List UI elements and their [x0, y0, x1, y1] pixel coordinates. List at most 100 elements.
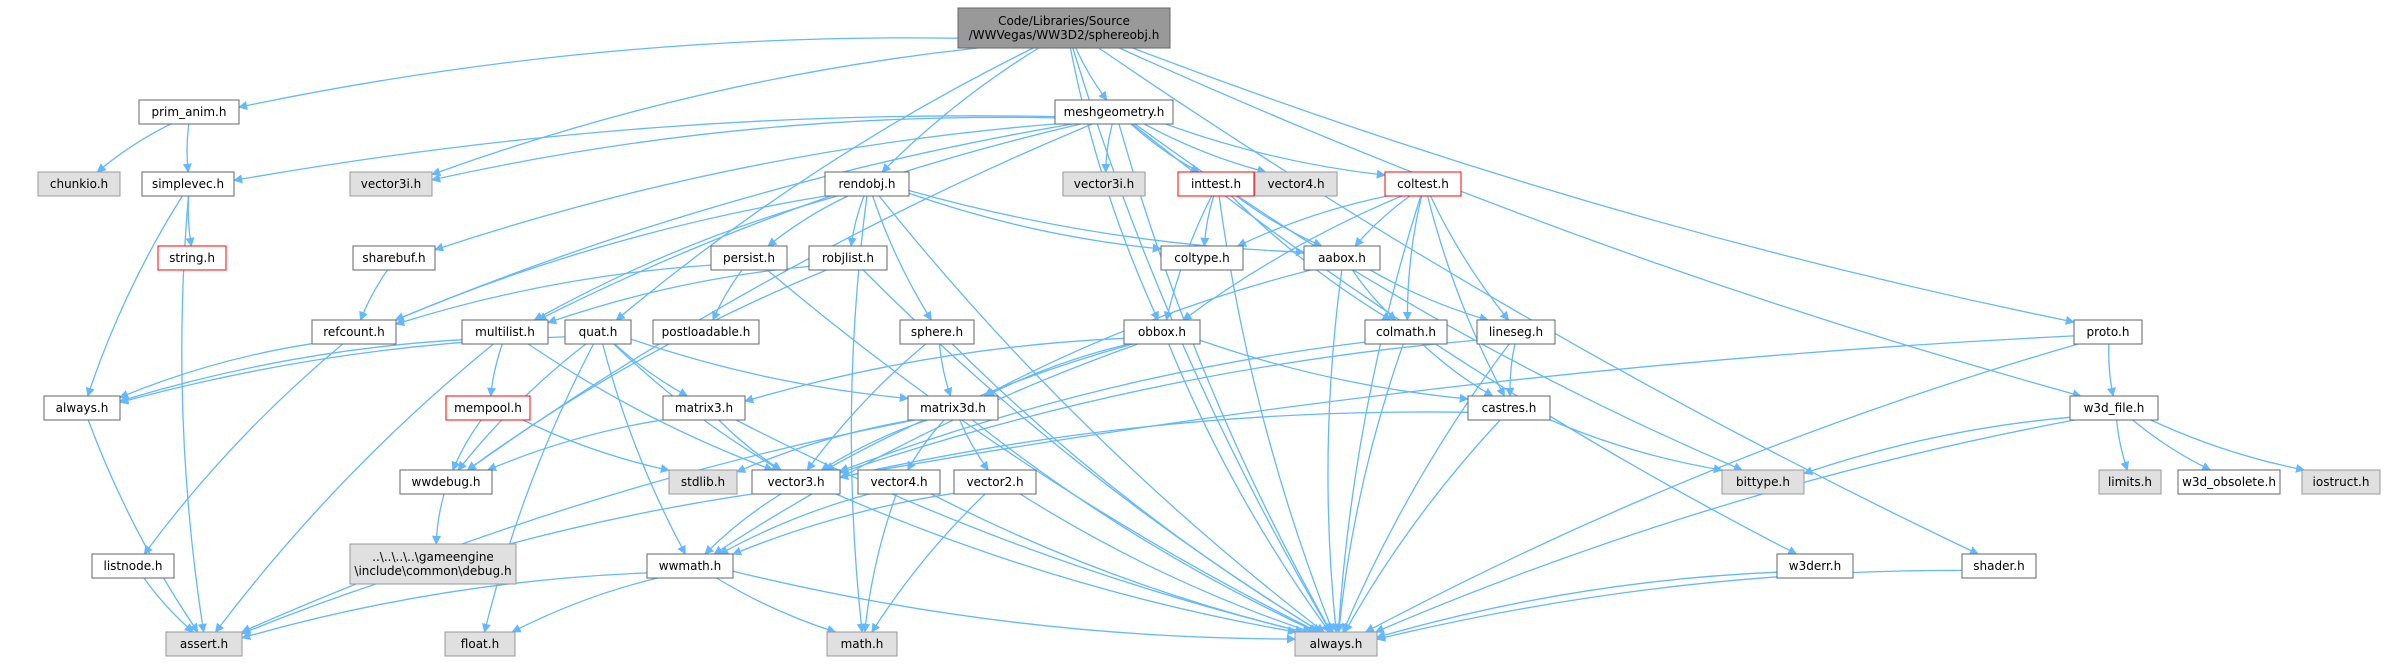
- node-rendobj[interactable]: rendobj.h: [824, 171, 910, 197]
- edge-wwmath-to-float: [511, 577, 658, 633]
- node-colmath[interactable]: colmath.h: [1364, 319, 1448, 345]
- node-label: multilist.h: [475, 325, 535, 339]
- edge-quat-to-always_sm: [119, 336, 566, 405]
- node-sphere[interactable]: sphere.h: [899, 319, 975, 345]
- node-box: [349, 543, 517, 585]
- node-inttest[interactable]: inttest.h: [1177, 171, 1255, 197]
- node-box: [1062, 171, 1146, 197]
- edge-lineseg-to-vector3: [839, 339, 1478, 475]
- edge-quat-to-float: [482, 343, 595, 633]
- edge-quat-to-matrix3: [614, 343, 689, 397]
- node-box: [311, 319, 397, 345]
- edge-obbox-to-castres: [1199, 339, 1469, 403]
- edge-w3d_file-to-iostruct: [2150, 419, 2306, 473]
- edge-rendobj-to-sphere: [872, 195, 932, 321]
- edge-w3derr-to-always_big: [1376, 571, 1778, 640]
- node-postloadable[interactable]: postloadable.h: [652, 319, 760, 345]
- node-label: lineseg.h: [1489, 325, 1543, 339]
- node-label: wwdebug.h: [412, 475, 481, 489]
- edge-vector2-to-always_big: [1019, 493, 1312, 634]
- node-label: limits.h: [2108, 475, 2152, 489]
- node-box: [953, 469, 1037, 495]
- edge-coltest-to-lineseg: [1429, 195, 1510, 321]
- node-aabox[interactable]: aabox.h: [1303, 245, 1381, 271]
- node-box: [461, 319, 549, 345]
- node-label: colmath.h: [1376, 325, 1436, 339]
- node-matrix3[interactable]: matrix3.h: [662, 395, 746, 421]
- node-iostruct: iostruct.h: [2301, 469, 2381, 495]
- node-label: vector3i.h: [1074, 177, 1134, 191]
- node-vector4[interactable]: vector4.h: [857, 469, 941, 495]
- node-vector3[interactable]: vector3.h: [751, 469, 841, 495]
- node-box: [907, 395, 999, 421]
- node-box: [352, 245, 436, 271]
- node-label: simplevec.h: [152, 177, 224, 191]
- node-label: always.h: [56, 401, 109, 415]
- edge-vector4-to-math: [861, 493, 897, 633]
- node-shader[interactable]: shader.h: [1961, 553, 2037, 579]
- node-box: [668, 469, 738, 495]
- edge-rendobj-to-coltype: [908, 192, 1162, 253]
- node-label: persist.h: [723, 251, 775, 265]
- node-box: [349, 171, 433, 197]
- node-w3derr[interactable]: w3derr.h: [1776, 553, 1854, 579]
- node-castres[interactable]: castres.h: [1467, 395, 1551, 421]
- node-root[interactable]: Code/Libraries/Source/WWVegas/WW3D2/sphe…: [957, 7, 1171, 49]
- node-robjlist[interactable]: robjlist.h: [808, 245, 888, 271]
- edge-refcount-to-always_sm: [119, 343, 313, 399]
- node-simplevec[interactable]: simplevec.h: [141, 171, 235, 197]
- edge-rendobj-to-persist: [767, 195, 849, 247]
- edge-vector3-to-always_big: [835, 493, 1297, 636]
- node-label: coltype.h: [1174, 251, 1230, 265]
- node-box: [1254, 171, 1338, 197]
- edge-mempool-to-stdlib: [522, 419, 670, 474]
- edge-colmath-to-castres: [1421, 343, 1494, 397]
- edge-castres-to-bittype: [1549, 419, 1723, 474]
- node-sharebuf[interactable]: sharebuf.h: [352, 245, 436, 271]
- node-meshgeometry[interactable]: meshgeometry.h: [1054, 99, 1174, 125]
- node-mempool[interactable]: mempool.h: [445, 395, 531, 421]
- node-string[interactable]: string.h: [157, 245, 227, 271]
- node-coltest[interactable]: coltest.h: [1384, 171, 1462, 197]
- node-box: [1054, 99, 1174, 125]
- node-label: string.h: [169, 251, 215, 265]
- node-w3d-obsolete[interactable]: w3d_obsolete.h: [2177, 469, 2281, 495]
- node-label: aabox.h: [1318, 251, 1366, 265]
- node-box: [141, 171, 235, 197]
- node-prim-anim[interactable]: prim_anim.h: [138, 99, 240, 125]
- node-refcount[interactable]: refcount.h: [311, 319, 397, 345]
- edge-proto-to-w3d_file: [2107, 343, 2116, 397]
- node-always-sm[interactable]: always.h: [43, 395, 121, 421]
- node-w3d-file[interactable]: w3d_file.h: [2069, 395, 2159, 421]
- node-listnode[interactable]: listnode.h: [91, 553, 175, 579]
- node-coltype[interactable]: coltype.h: [1160, 245, 1244, 271]
- node-wwmath[interactable]: wwmath.h: [646, 553, 734, 579]
- edge-rendobj-to-always_big: [878, 195, 1325, 633]
- edge-w3d_file-to-always_big: [1374, 419, 2075, 633]
- node-box: [1160, 245, 1244, 271]
- node-obbox[interactable]: obbox.h: [1123, 319, 1201, 345]
- edge-listnode-to-assert: [143, 577, 194, 633]
- edge-vector2-to-math: [871, 493, 986, 633]
- node-multilist[interactable]: multilist.h: [461, 319, 549, 345]
- edge-matrix3d-to-assert: [241, 419, 916, 633]
- edge-lineseg-to-castres: [1505, 343, 1516, 397]
- node-box: [710, 245, 788, 271]
- edge-aabox-to-lineseg: [1369, 269, 1489, 323]
- edge-sharebuf-to-refcount: [359, 269, 389, 321]
- node-proto[interactable]: proto.h: [2073, 319, 2143, 345]
- node-persist[interactable]: persist.h: [710, 245, 788, 271]
- node-label: sharebuf.h: [362, 251, 425, 265]
- node-vector2[interactable]: vector2.h: [953, 469, 1037, 495]
- node-matrix3d[interactable]: matrix3d.h: [907, 395, 999, 421]
- node-debug: ..\..\..\..\gameengine\include\common\de…: [349, 543, 517, 585]
- edge-vector2-to-wwmath: [732, 492, 955, 556]
- node-lineseg[interactable]: lineseg.h: [1476, 319, 1556, 345]
- node-box: [157, 245, 227, 271]
- edge-matrix3-to-vector3: [718, 419, 782, 471]
- edge-meshgeometry-to-inttest: [1130, 123, 1200, 173]
- node-box: [165, 631, 243, 657]
- edge-wwmath-to-always_big: [732, 570, 1296, 644]
- node-wwdebug[interactable]: wwdebug.h: [399, 469, 493, 495]
- node-quat[interactable]: quat.h: [564, 319, 632, 345]
